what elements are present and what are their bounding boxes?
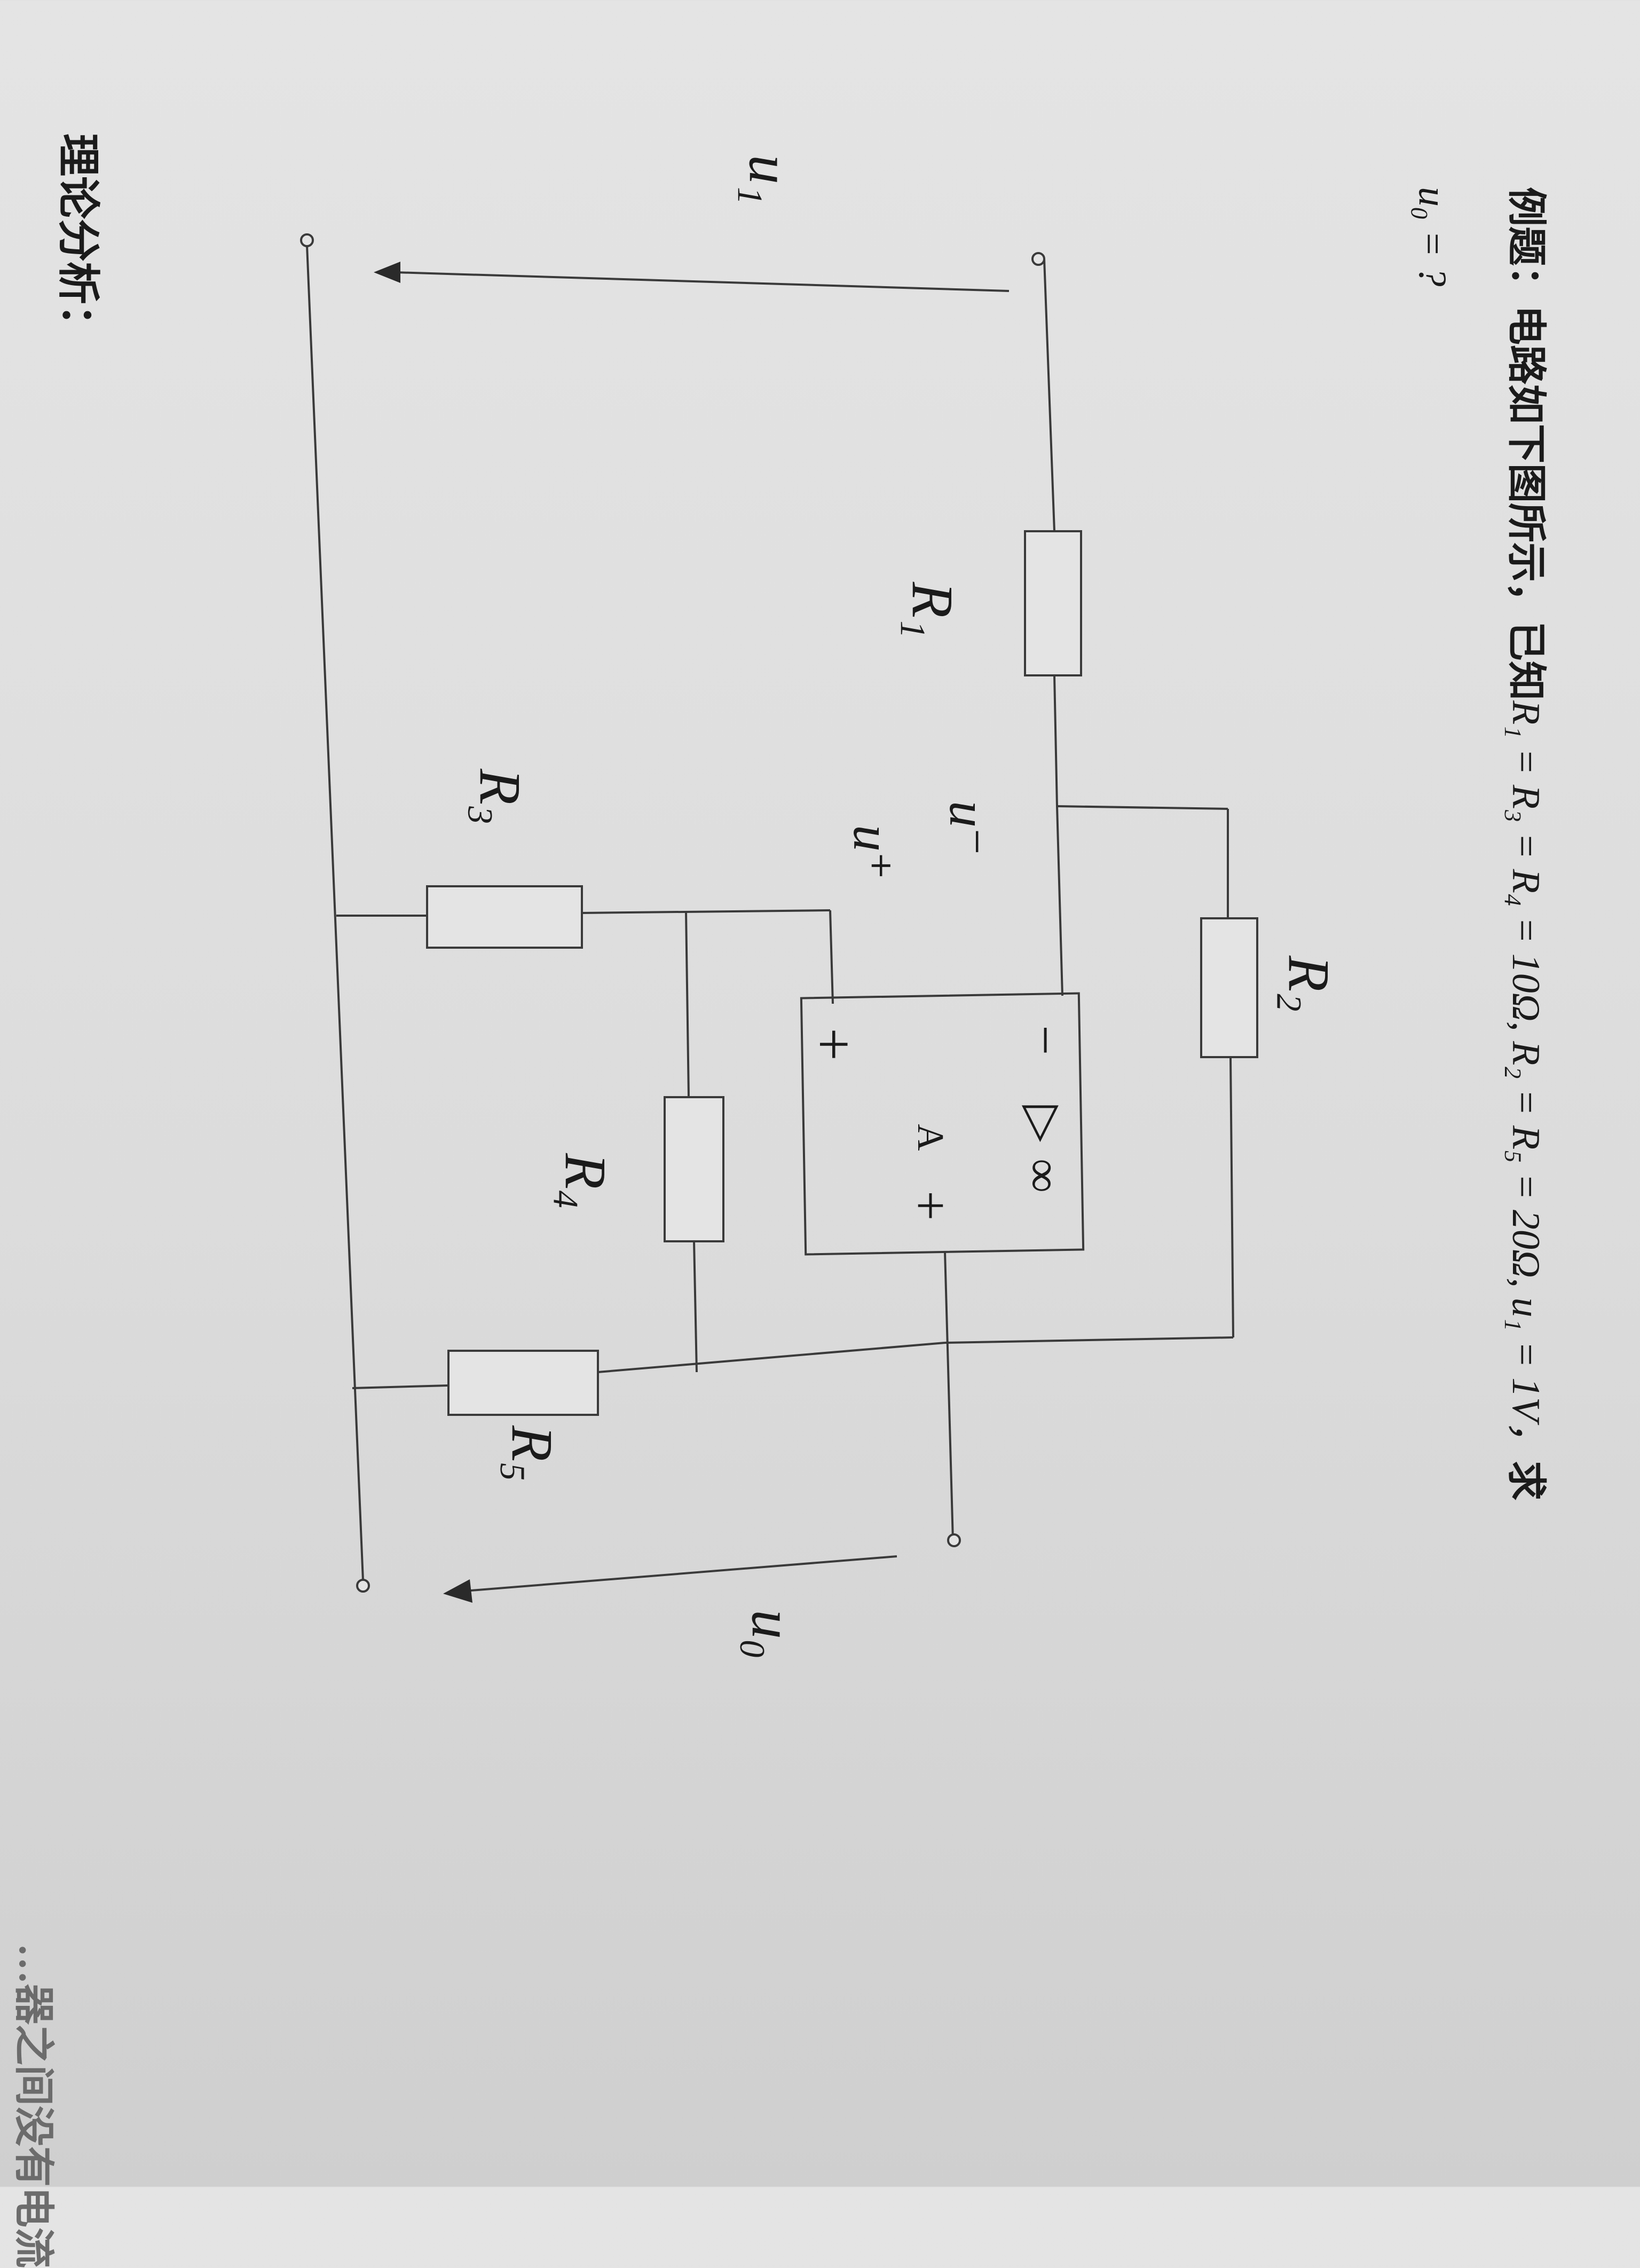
wire-output-node: [597, 1342, 945, 1373]
resistor-r1: [1024, 530, 1082, 676]
label-r1: R₁: [900, 581, 965, 638]
circuit-diagram: R₁ R₂ R₃ R₄ R₅ u₁ u₀ u⁻ u⁺ − + ▷ ∞ A +: [300, 155, 1342, 1659]
label-r4: R₄: [553, 1153, 618, 1209]
opamp-amp-label: A: [910, 1124, 951, 1151]
wire-plus-input: [829, 910, 834, 1004]
output-voltage-arrow: [464, 1555, 897, 1592]
opamp-output-sign: +: [901, 1191, 960, 1220]
opamp-plus-sign: +: [801, 1028, 866, 1061]
ground-rail: [306, 245, 364, 1581]
output-terminal-top: [947, 1533, 961, 1547]
label-r3: R₃: [468, 768, 533, 825]
wire-r4-bottom: [693, 1241, 698, 1373]
input-terminal-bottom: [300, 233, 314, 247]
resistor-r5: [447, 1350, 599, 1416]
wire-plus-node: [581, 909, 831, 914]
wire-feedback-out: [944, 1336, 1234, 1344]
opamp-minus-sign: −: [1016, 1025, 1075, 1055]
input-arrow-head: [374, 262, 400, 283]
wire-node-r2: [1056, 805, 1228, 810]
wire-r2-bottom: [1229, 1057, 1234, 1338]
opamp-triangle: ▷: [1017, 1105, 1070, 1142]
input-terminal-top: [1031, 252, 1045, 266]
wire-r1-node: [1053, 675, 1058, 807]
output-terminal-bottom: [356, 1579, 370, 1593]
label-u-minus: u⁻: [939, 801, 998, 856]
resistor-r4: [664, 1096, 724, 1242]
label-u0: u₀: [740, 1610, 805, 1659]
opamp-gain-infinity: ∞: [1017, 1159, 1070, 1193]
wire-r4-top: [685, 911, 690, 1098]
resistor-r3: [426, 885, 583, 949]
label-r2: R₂: [1276, 955, 1342, 1012]
wire-input-r1: [1043, 258, 1055, 532]
wire-r5-ground: [352, 1384, 449, 1389]
label-u1: u₁: [737, 155, 802, 204]
wire-output: [944, 1251, 954, 1541]
label-r5: R₅: [500, 1425, 565, 1482]
input-voltage-arrow: [395, 271, 1010, 292]
resistor-r2: [1200, 917, 1258, 1058]
label-u-plus: u⁺: [842, 825, 902, 880]
opamp-box: [800, 992, 1085, 1256]
page: 例题：电路如下图所示，已知R₁ = R₃ = R₄ = 10Ω, R₂ = R₅…: [11, 133, 1548, 2268]
output-arrow-head: [443, 1579, 472, 1603]
wire-node-minus: [1056, 806, 1063, 996]
